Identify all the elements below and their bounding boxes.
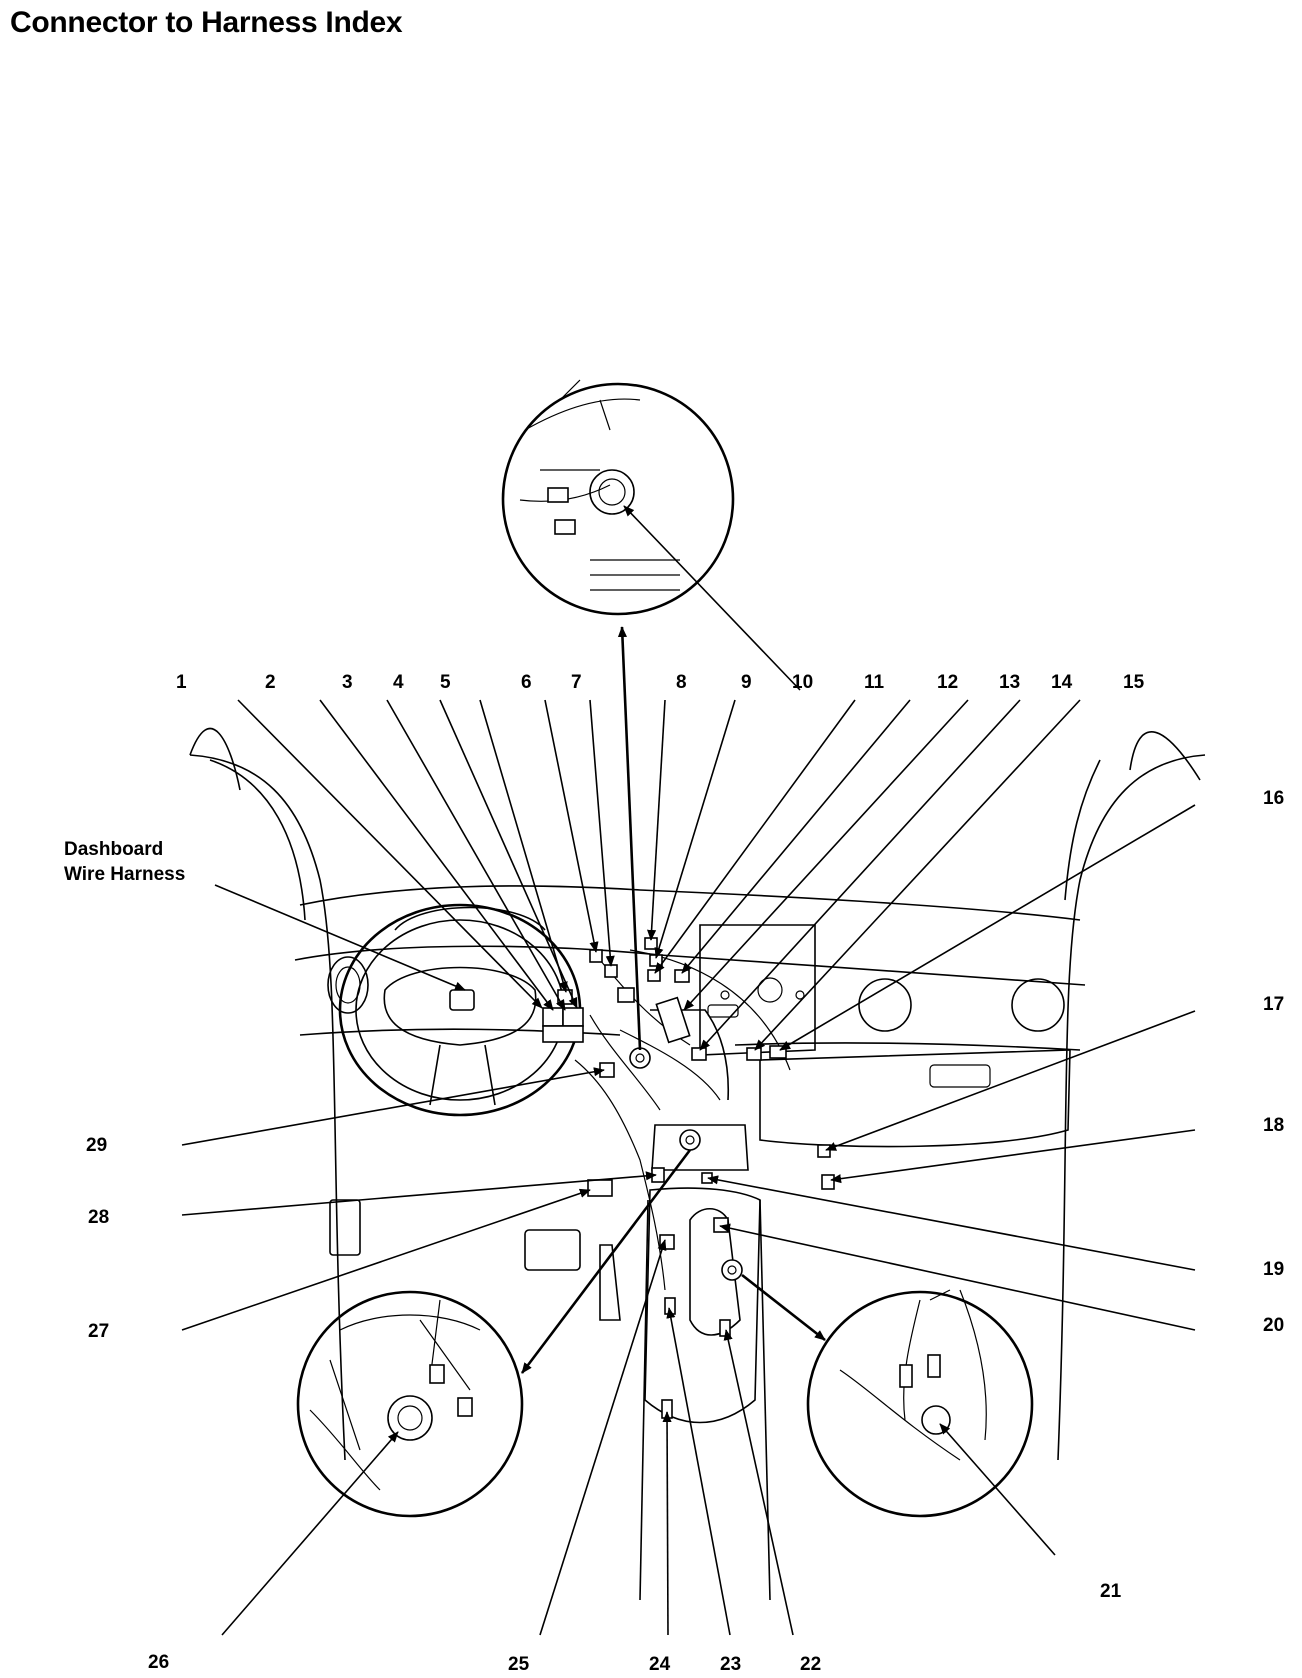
callout-numbers: 1 2 3 4 5 6 7 8 9 10 11 12 13 14 15 16 1…: [86, 672, 1284, 1675]
callout-26: 26: [148, 1652, 169, 1673]
callout-14: 14: [1051, 672, 1073, 693]
callout-17: 17: [1263, 994, 1284, 1015]
callout-10: 10: [792, 672, 813, 693]
callout-22: 22: [800, 1654, 821, 1675]
callout-29: 29: [86, 1135, 107, 1156]
callout-24: 24: [649, 1654, 671, 1675]
callout-19: 19: [1263, 1259, 1284, 1280]
callout-3: 3: [342, 672, 353, 693]
callout-28: 28: [88, 1207, 109, 1228]
callout-23: 23: [720, 1654, 741, 1675]
callout-15: 15: [1123, 672, 1145, 693]
harness-label-line1: Dashboard: [64, 839, 163, 860]
callout-16: 16: [1263, 788, 1284, 809]
callout-27: 27: [88, 1321, 109, 1342]
callout-9: 9: [741, 672, 752, 693]
callout-18: 18: [1263, 1115, 1284, 1136]
detail-view-right: [806, 1289, 1034, 1518]
harness-label: Dashboard Wire Harness: [64, 839, 185, 885]
callout-25: 25: [508, 1654, 530, 1675]
callout-1: 1: [176, 672, 187, 693]
page-title: Connector to Harness Index: [10, 6, 403, 39]
callout-11: 11: [864, 672, 885, 693]
callout-6: 6: [521, 672, 532, 693]
callout-21: 21: [1100, 1581, 1122, 1602]
leader-lines: [181, 505, 1196, 1636]
callout-7: 7: [571, 672, 582, 693]
callout-20: 20: [1263, 1315, 1284, 1336]
detail-view-left: [296, 1290, 524, 1518]
harness-label-line2: Wire Harness: [64, 864, 185, 885]
callout-8: 8: [676, 672, 687, 693]
callout-5: 5: [440, 672, 451, 693]
interior-illustration: [189, 727, 1206, 1601]
callout-13: 13: [999, 672, 1020, 693]
callout-4: 4: [393, 672, 404, 693]
detail-view-top: [501, 379, 735, 616]
callout-2: 2: [265, 672, 276, 693]
callout-12: 12: [937, 672, 958, 693]
